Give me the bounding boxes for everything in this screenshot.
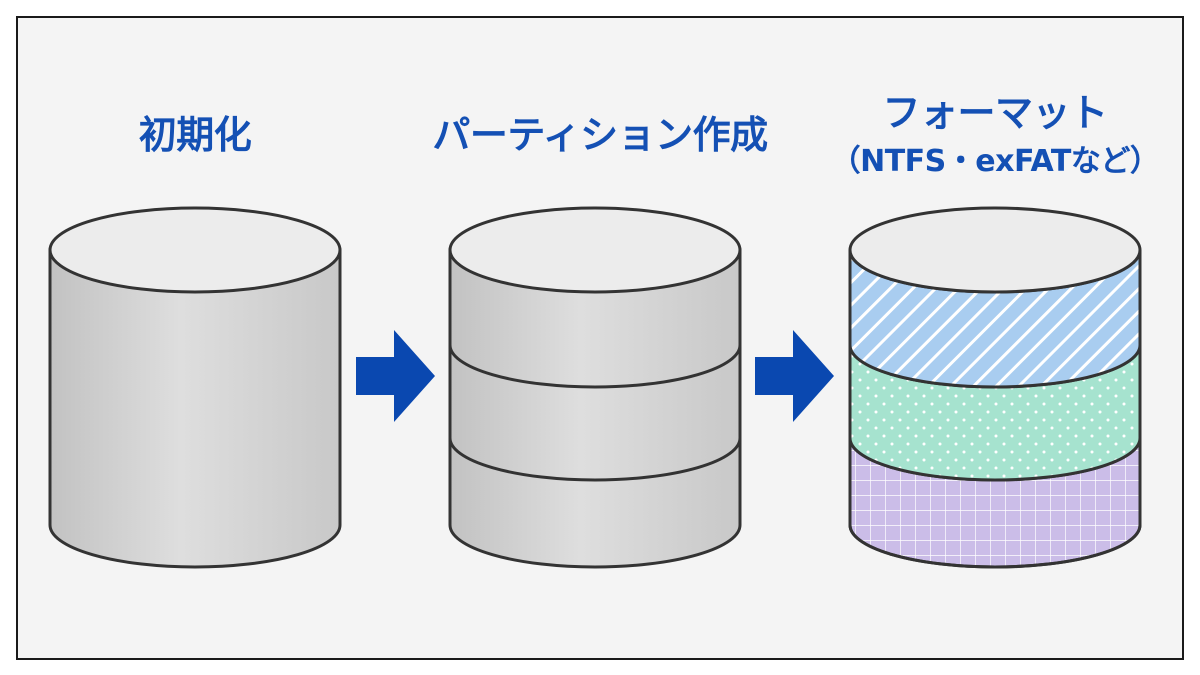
step-partition-label: パーティション作成 <box>432 113 768 157</box>
arrow-right-icon <box>356 330 435 422</box>
partition-divider <box>448 437 742 482</box>
step-format-sublabel: （NTFS・exFATなど） <box>830 144 1160 179</box>
arrow-right-icon <box>755 330 834 422</box>
disk-partitioned-icon <box>448 206 742 569</box>
partition-divider <box>448 344 742 389</box>
disk-formatted-icon <box>848 206 1142 569</box>
step-format-label: フォーマット <box>882 91 1108 135</box>
disk-unformatted-icon <box>48 206 342 569</box>
step-initialize-label: 初期化 <box>138 113 252 157</box>
